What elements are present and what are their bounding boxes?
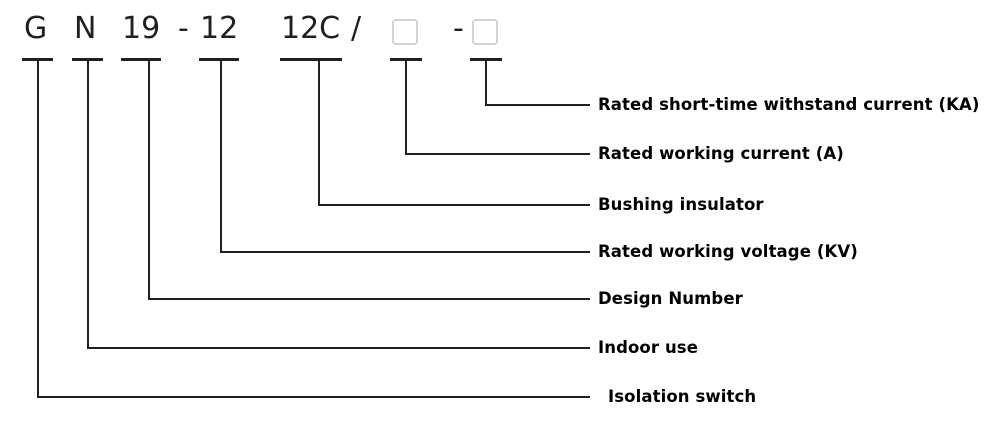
label-rated-working-current: Rated working current (A) [598,144,844,163]
code-separator-slash: / [351,11,362,46]
label-bushing-insulator: Bushing insulator [598,195,764,214]
leader-stem-indoor-use [87,58,89,348]
leader-stem-working-current [405,58,407,154]
leader-stem-design-number [148,58,150,299]
leader-stem-isolation-switch [37,58,39,397]
leader-run-bushing-insulator [318,204,590,206]
leader-run-design-number [148,298,590,300]
label-design-number: Design Number [598,289,743,308]
code-separator-dash-2: - [453,11,464,46]
tbar-bushing [280,58,342,61]
placeholder-box-withstand-current [472,19,498,45]
leader-stem-working-voltage [220,58,222,252]
leader-run-indoor-use [87,347,590,349]
leader-run-working-current [405,153,590,155]
leader-stem-withstand-current [485,58,487,105]
code-segment-n: N [74,11,97,46]
code-separator-dash-1: - [178,11,189,46]
code-segment-g: G [24,11,48,46]
label-isolation-switch: Isolation switch [608,387,757,406]
label-rated-working-voltage: Rated working voltage (KV) [598,242,858,261]
leader-stem-bushing-insulator [318,58,320,205]
tbar-voltage [199,58,239,61]
code-segment-voltage: 12 [200,11,239,46]
leader-run-working-voltage [220,251,590,253]
label-rated-short-time-withstand-current: Rated short-time withstand current (KA) [598,95,980,114]
model-code-row: G N 19 - 12 12C / - [0,0,1000,61]
label-indoor-use: Indoor use [598,338,699,357]
code-segment-design: 19 [122,11,161,46]
code-segment-bushing: 12C [281,11,341,46]
tbar-design [121,58,161,61]
leader-run-withstand-current [485,104,590,106]
placeholder-box-rated-working-current [392,19,418,45]
leader-run-isolation-switch [37,396,590,398]
